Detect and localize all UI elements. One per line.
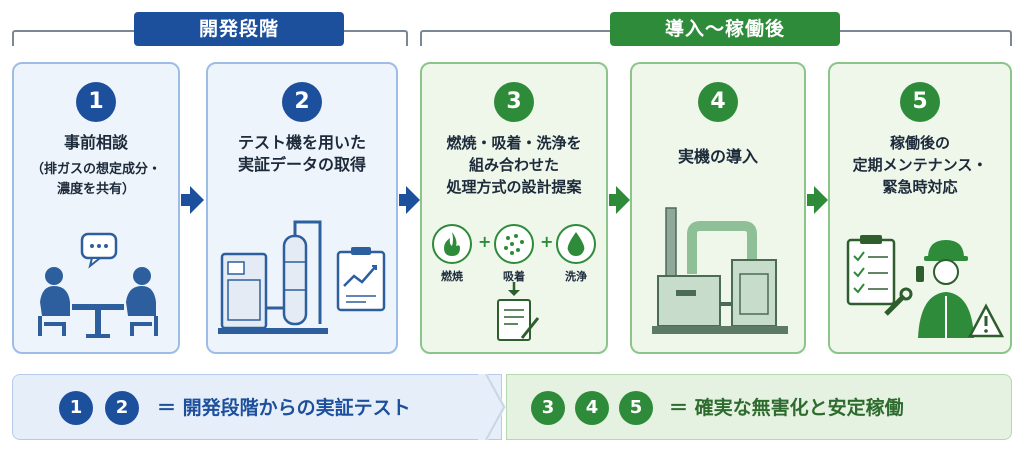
summary-operation-text: ＝ 確実な無害化と安定稼働 bbox=[669, 397, 904, 419]
process-label-washing: 洗浄 bbox=[565, 270, 587, 283]
arrow-stem-3 bbox=[609, 194, 617, 206]
arrow-stem-4 bbox=[807, 194, 815, 206]
summary-chevron bbox=[478, 374, 506, 440]
step-number-1: 1 bbox=[76, 82, 116, 122]
step-title-3: 燃焼・吸着・洗浄を 組み合わせた 処理方式の設計提案 bbox=[446, 134, 582, 196]
plant-icon bbox=[652, 207, 788, 334]
step-subtitle-1: （排ガスの想定成分・ 濃度を共有） bbox=[30, 162, 161, 197]
step-number-5: 5 bbox=[900, 82, 940, 122]
step-title-1: 事前相談 bbox=[63, 133, 128, 152]
adsorption-icon bbox=[494, 224, 534, 264]
process-label-combustion: 燃焼 bbox=[441, 270, 463, 283]
design-document-icon bbox=[497, 282, 540, 341]
test-machine-icon bbox=[218, 220, 386, 334]
maintenance-icon bbox=[846, 235, 1004, 338]
arrow-right-icon bbox=[406, 186, 420, 214]
step-card-4: 4 実機の導入 bbox=[630, 62, 806, 354]
summary-number-2: 2 bbox=[105, 391, 139, 425]
process-label-adsorption: 吸着 bbox=[503, 270, 525, 283]
step-number-4: 4 bbox=[698, 82, 738, 122]
arrow-right-icon bbox=[616, 186, 630, 214]
summary-number-3: 3 bbox=[531, 391, 565, 425]
step-card-2: 2 テスト機を用いた 実証データの取得 bbox=[206, 62, 398, 354]
step-title-4: 実機の導入 bbox=[677, 147, 758, 166]
step-number-2: 2 bbox=[282, 82, 322, 122]
step-card-5: 5 稼働後の 定期メンテナンス・ 緊急時対応 bbox=[828, 62, 1012, 354]
summary-development: 1 2 ＝ 開発段階からの実証テスト bbox=[12, 374, 502, 440]
summary-number-5: 5 bbox=[619, 391, 653, 425]
step-card-1: 1 事前相談 （排ガスの想定成分・ 濃度を共有） bbox=[12, 62, 180, 354]
operation-phase-label: 導入～稼働後 bbox=[610, 12, 840, 46]
step-card-3: 3 燃焼・吸着・洗浄を 組み合わせた 処理方式の設計提案 + + 燃焼 吸着 洗… bbox=[420, 62, 608, 354]
step-title-5: 稼働後の 定期メンテナンス・ 緊急時対応 bbox=[852, 134, 988, 196]
development-phase-label: 開発段階 bbox=[134, 12, 344, 46]
plus-icon: + bbox=[478, 232, 492, 251]
arrow-right-icon bbox=[814, 186, 828, 214]
arrow-right-icon bbox=[190, 186, 204, 214]
summary-number-1: 1 bbox=[59, 391, 93, 425]
meeting-icon bbox=[38, 232, 158, 338]
arrow-stem-1 bbox=[181, 194, 191, 206]
summary-operation: 3 4 5 ＝ 確実な無害化と安定稼働 bbox=[506, 374, 1012, 440]
plus-icon: + bbox=[540, 232, 554, 251]
summary-development-text: ＝ 開発段階からの実証テスト bbox=[157, 397, 411, 419]
step-number-3: 3 bbox=[494, 82, 534, 122]
summary-number-4: 4 bbox=[575, 391, 609, 425]
combustion-icon bbox=[432, 224, 472, 264]
washing-icon bbox=[556, 224, 596, 264]
step-title-2: テスト機を用いた 実証データの取得 bbox=[237, 133, 366, 174]
arrow-stem-2 bbox=[399, 194, 407, 206]
